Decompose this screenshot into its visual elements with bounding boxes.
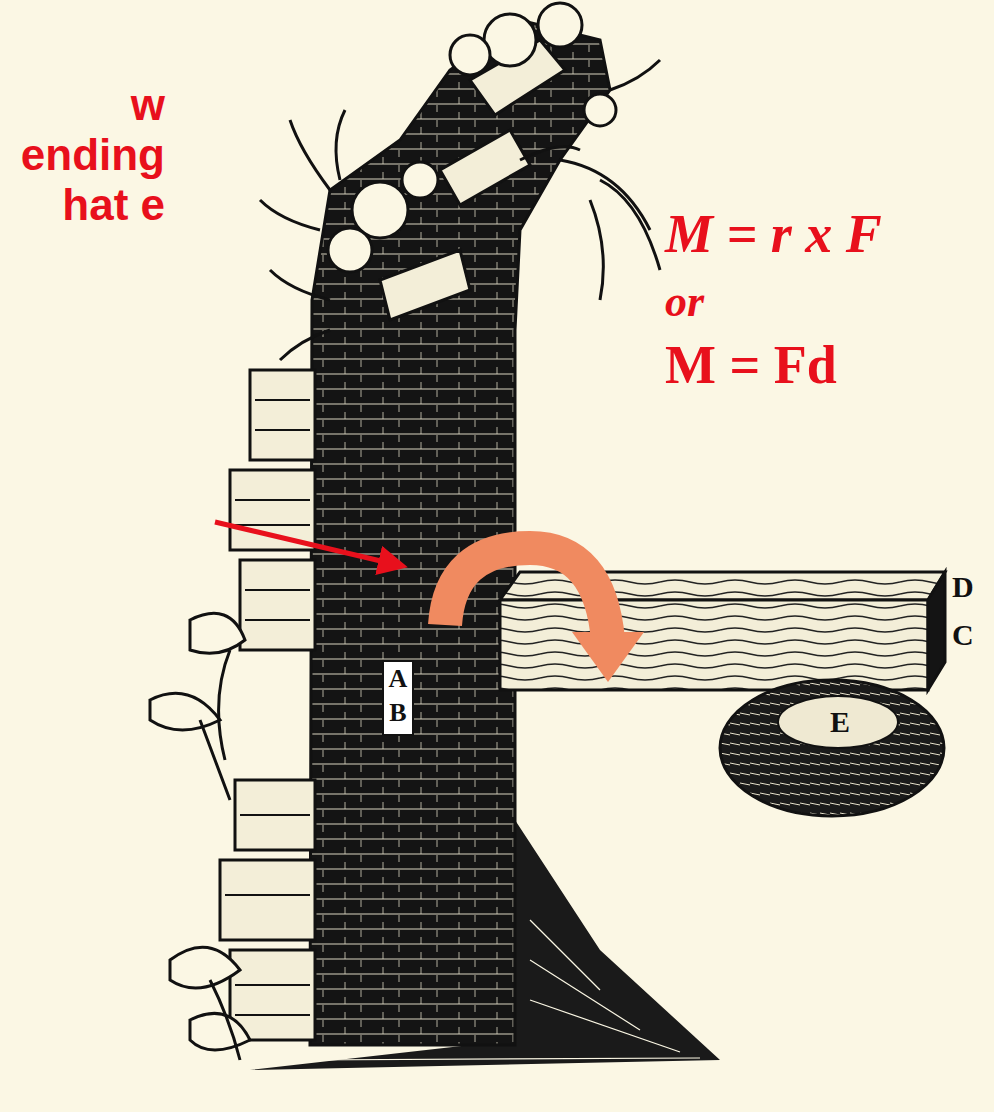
- brick-wall: [310, 20, 610, 1045]
- letter-box: AB: [382, 660, 414, 736]
- plant-stems: [200, 650, 240, 1060]
- beam: [500, 600, 928, 690]
- wall-stones: [220, 370, 315, 1040]
- plant: [150, 613, 250, 1050]
- point-letter-wrap: D: [952, 572, 974, 602]
- point-letter-wrap: C: [952, 620, 974, 650]
- callout-note: w ending hat e: [21, 80, 165, 230]
- formula-connector-wrap: or: [665, 278, 704, 326]
- foliage: [328, 3, 616, 272]
- formula-wrap: M = Fd: [665, 336, 837, 395]
- leader-arrow: [215, 522, 402, 566]
- branches: [260, 60, 660, 360]
- top-stones: [380, 40, 565, 320]
- formula: M = r x F: [665, 205, 882, 264]
- point-letter: B: [384, 696, 412, 730]
- hanging-stone: [720, 680, 944, 816]
- point-letter: D: [952, 572, 974, 602]
- beam-end: [928, 572, 945, 690]
- stone-hatch: [225, 400, 310, 1015]
- stone-top: [778, 696, 898, 748]
- formula: M = Fd: [665, 336, 837, 395]
- point-letter: A: [384, 662, 412, 696]
- point-letter: C: [952, 620, 974, 650]
- formula-wrap: M = r x F: [665, 205, 882, 264]
- point-letter: E: [828, 707, 852, 737]
- moment-arrow: [445, 548, 608, 640]
- moment-arrowhead: [572, 632, 644, 682]
- callout-note-wrap: w ending hat e: [21, 80, 165, 230]
- point-letter-wrap: E: [828, 707, 852, 737]
- formula-connector: or: [665, 278, 704, 326]
